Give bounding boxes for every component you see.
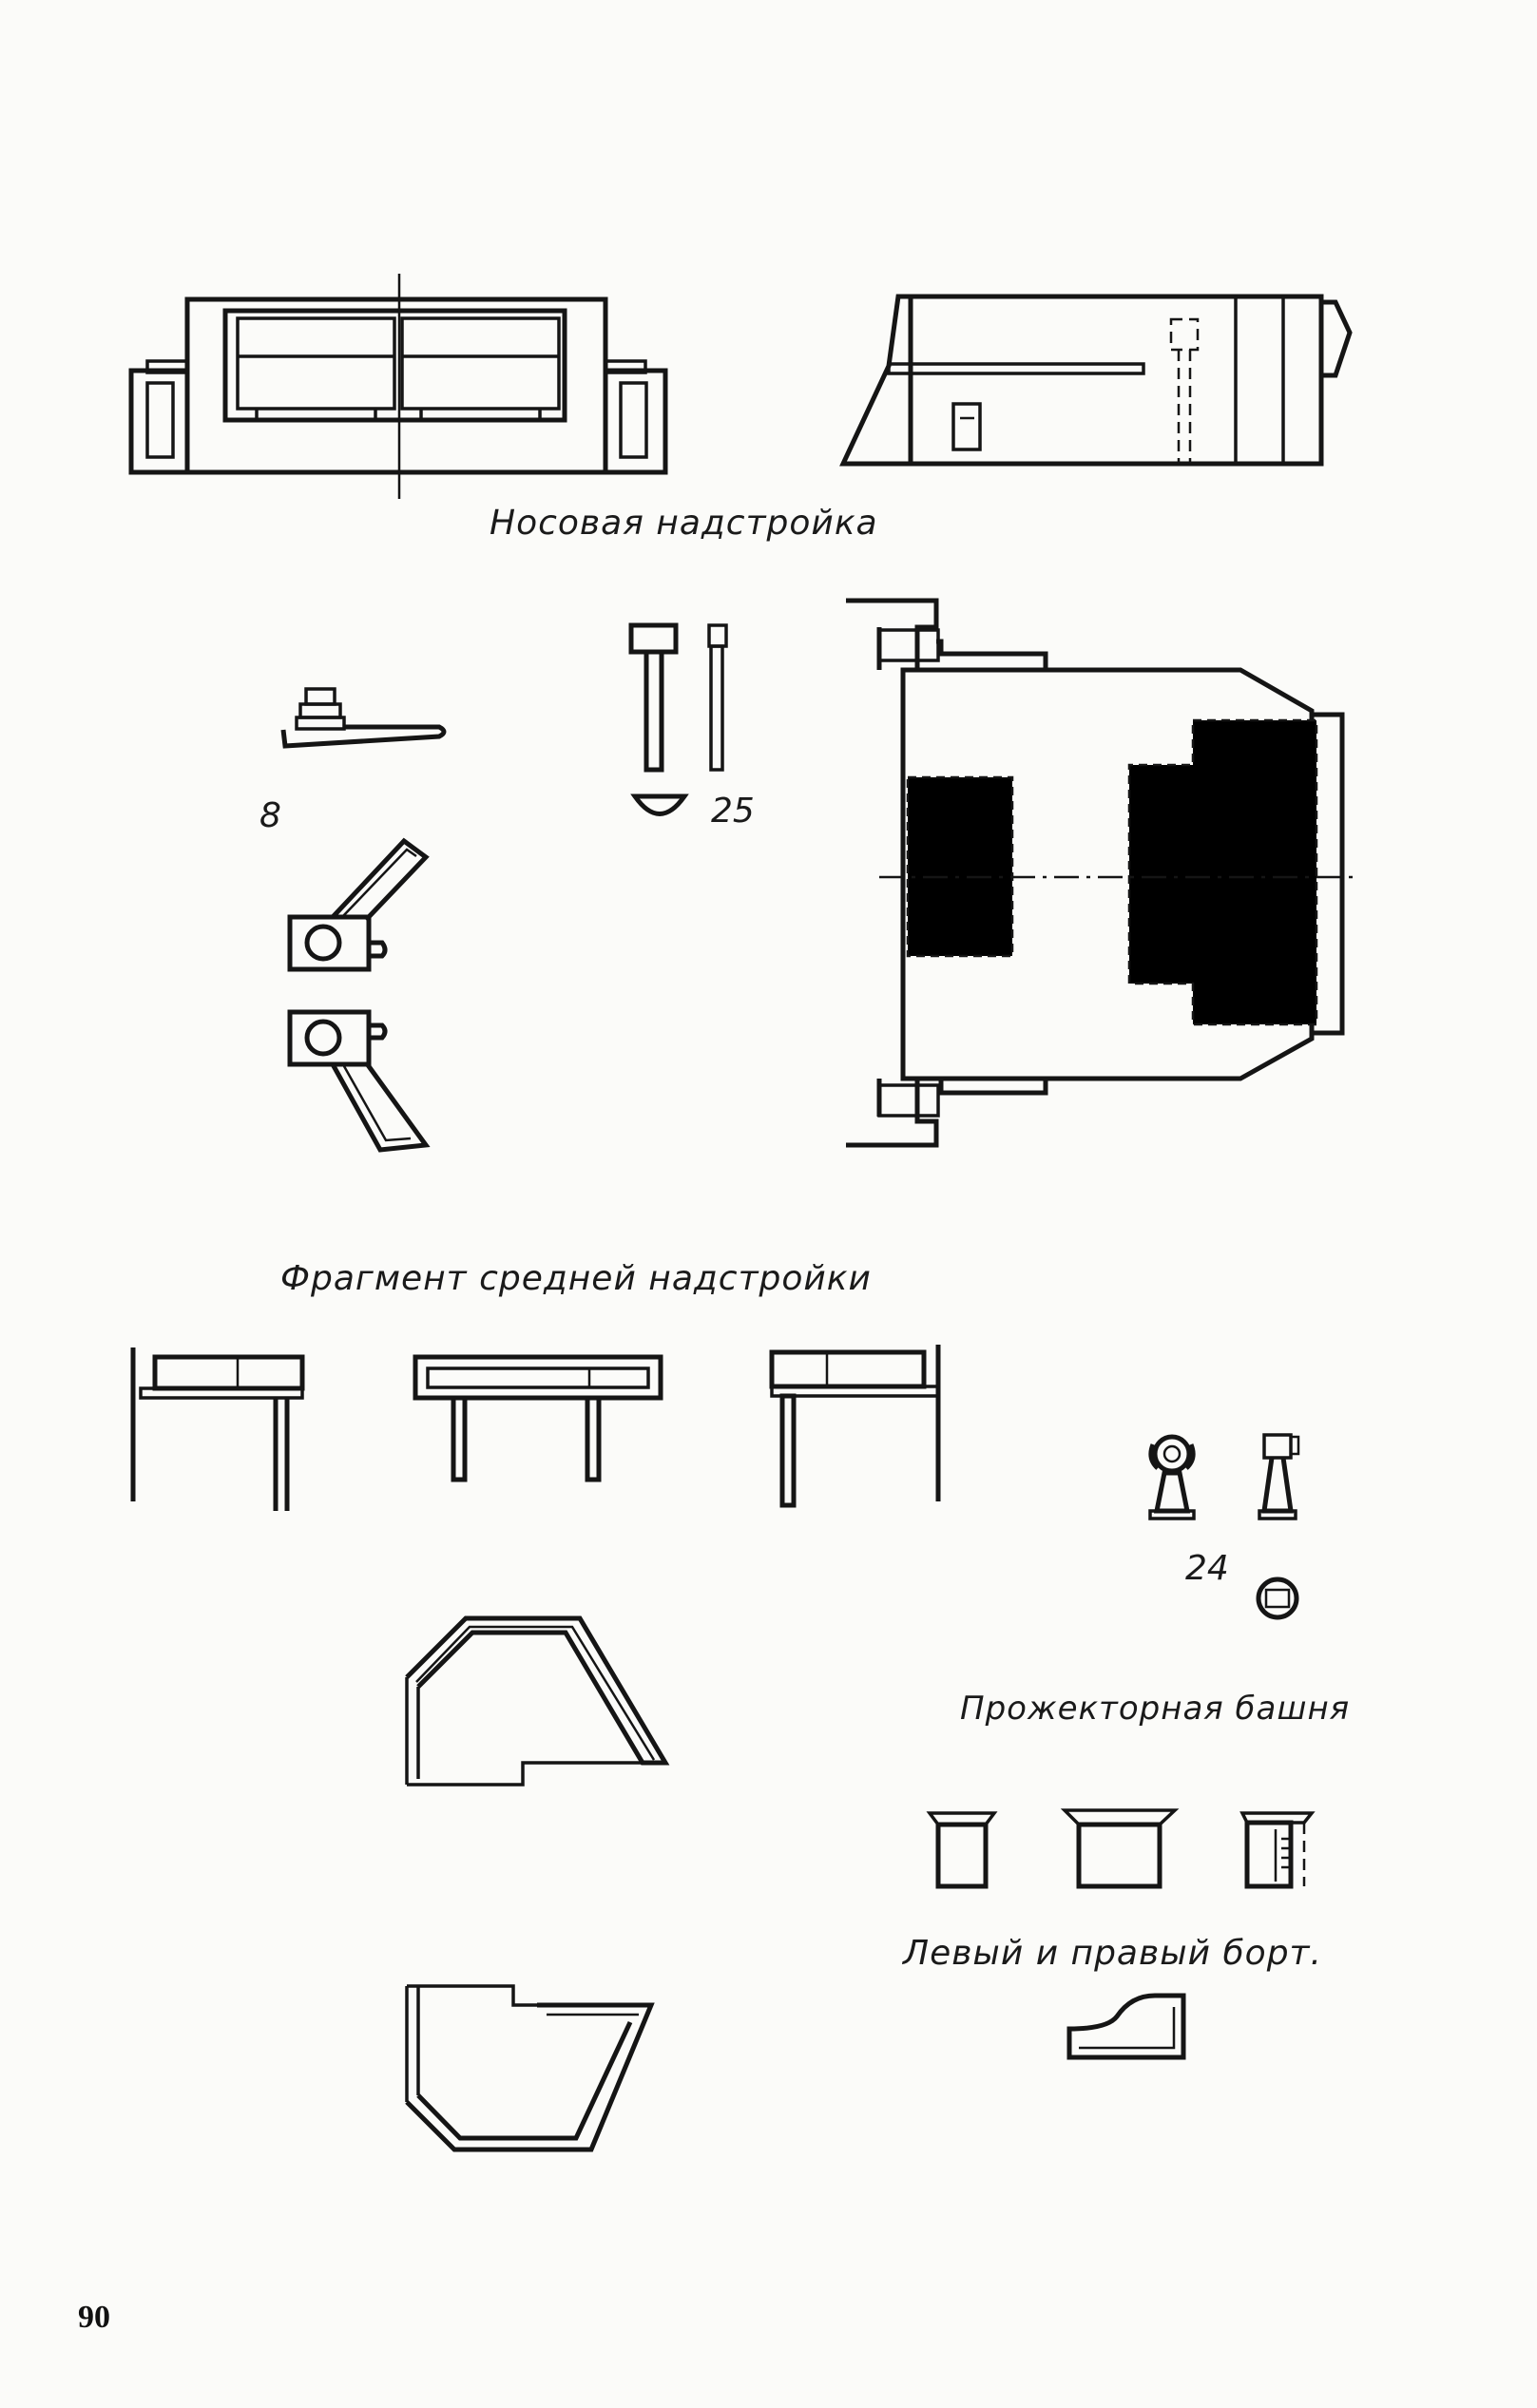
mid-superstructure-plan	[846, 598, 1359, 1148]
bow-front-view	[128, 274, 668, 499]
part-8-fitting	[280, 687, 447, 749]
page-number: 90	[78, 2300, 110, 2335]
mid-elevation-right	[769, 1345, 941, 1508]
label-mid-superstructure-fragment: Фрагмент средней надстройки	[280, 1259, 872, 1298]
side-board-parts	[926, 1808, 1316, 2060]
cabin-panel-lower	[405, 1984, 655, 2152]
label-searchlight-tower: Прожекторная башня	[960, 1690, 1351, 1728]
hinged-brackets	[287, 837, 431, 1153]
part-number-8: 8	[259, 796, 281, 835]
part-25-posts	[628, 622, 728, 816]
mid-elevation-center	[413, 1354, 663, 1482]
cabin-panel-upper	[405, 1615, 670, 1787]
part-number-24: 24	[1185, 1549, 1229, 1588]
part-number-25: 25	[711, 792, 755, 831]
label-left-right-sides: Левый и правый борт.	[903, 1934, 1322, 1973]
searchlight-tower-parts	[1148, 1433, 1300, 1620]
label-bow-superstructure: Носовая надстройка	[490, 504, 878, 543]
mid-elevation-left	[130, 1347, 305, 1511]
bow-side-view	[839, 294, 1353, 467]
